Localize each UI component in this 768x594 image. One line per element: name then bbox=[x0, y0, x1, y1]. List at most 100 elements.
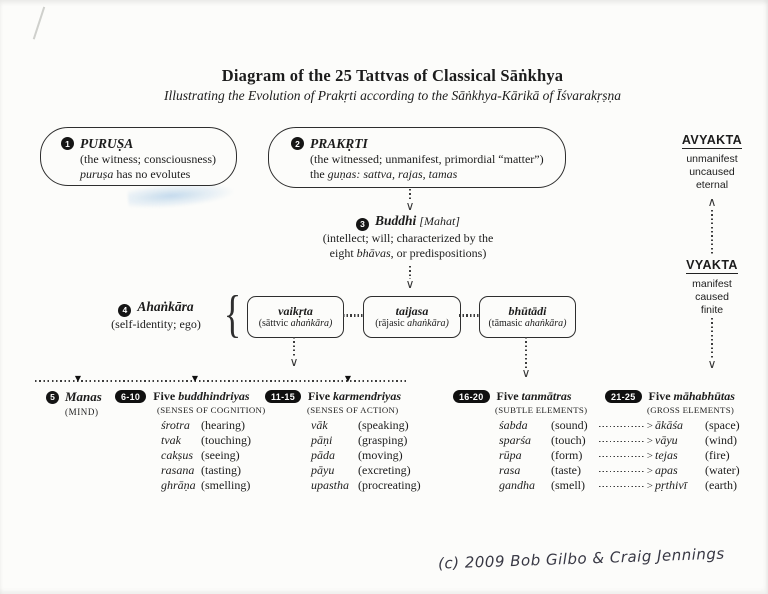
avyakta-attribute: uncaused bbox=[689, 166, 735, 178]
term-row: vāk(speaking) bbox=[311, 418, 421, 433]
term-row: apas(water) bbox=[655, 463, 740, 478]
credit-handwriting: (c) 2009 Bob Gilbo & Craig Jennings bbox=[437, 544, 726, 573]
range-badge: 6-10 bbox=[115, 390, 147, 403]
manas-node: 5 Manas (MIND) bbox=[46, 389, 102, 417]
triangle-down-icon: ▼ bbox=[344, 374, 352, 383]
avyakta-block: AVYAKTA unmanifest uncaused eternal bbox=[666, 131, 758, 192]
dotted-arrow-right-icon: > bbox=[646, 480, 653, 492]
mode-desc-pre: (tāmasic bbox=[488, 318, 525, 329]
term-row: śrotra(hearing) bbox=[161, 418, 265, 433]
connector-dotted-line bbox=[459, 314, 479, 317]
gloss: (earth) bbox=[705, 478, 737, 492]
dotted-arrow-right-icon: > bbox=[646, 435, 653, 447]
gloss: (procreating) bbox=[358, 478, 421, 492]
mode-name: vaikṛta bbox=[278, 304, 313, 318]
buddhi-desc: (intellect; will; characterized by the bbox=[322, 230, 494, 245]
group-title-term: māhabhūtas bbox=[673, 389, 735, 403]
arrow-down-icon: ∨ bbox=[521, 366, 531, 380]
purusa-node: 1 PURUṢA (the witness; consciousness) pu… bbox=[40, 127, 237, 186]
term-row: pāṇi(grasping) bbox=[311, 433, 421, 448]
term: śrotra bbox=[161, 418, 190, 432]
gloss: (taste) bbox=[551, 463, 581, 477]
dotted-line bbox=[711, 318, 713, 358]
bhutadi-box: bhūtādi (tāmasic ahaṅkāra) bbox=[479, 296, 576, 338]
vyakta-heading: VYAKTA bbox=[686, 258, 738, 274]
term-row: rasa(taste) bbox=[499, 463, 588, 478]
prakrti-name-line: 2 PRAKṚTI bbox=[291, 135, 544, 152]
term: ghrāṇa bbox=[161, 478, 196, 492]
term: apas bbox=[655, 463, 678, 477]
arrow-down-icon: ∨ bbox=[405, 199, 415, 213]
prakrti-desc: (the witnessed; unmanifest, primordial “… bbox=[310, 152, 544, 166]
vyakta-attribute: finite bbox=[700, 304, 724, 316]
brace-icon: { bbox=[223, 286, 242, 343]
tattva-number-3-icon: 3 bbox=[356, 217, 370, 231]
tanmatra-arrow: > bbox=[599, 450, 653, 463]
group-karmendriyas: 11-15 Five karmendriyas (SENSES OF ACTIO… bbox=[265, 389, 421, 493]
dotted-line bbox=[599, 440, 646, 443]
tanmatra-arrow: > bbox=[599, 435, 653, 448]
gloss: (fire) bbox=[705, 448, 730, 462]
term: rasana bbox=[161, 463, 195, 477]
arrow-down-icon: ∨ bbox=[707, 357, 717, 371]
purusa-note-term: puruṣa bbox=[80, 166, 114, 181]
buddhi-desc-term: bhāvas bbox=[356, 245, 391, 260]
term: ākāśa bbox=[655, 418, 683, 432]
purusa-note-rest: has no evolutes bbox=[113, 166, 191, 181]
tattva-number-5-icon: 5 bbox=[46, 390, 59, 404]
arrow-down-icon: ∨ bbox=[289, 355, 299, 369]
dotted-line bbox=[599, 455, 646, 458]
avyakta-attribute: eternal bbox=[695, 179, 729, 191]
group-subtitle: (SENSES OF ACTION) bbox=[307, 405, 399, 415]
evolutes-branch-line bbox=[35, 380, 407, 382]
mode-desc-pre: (rājasic bbox=[375, 318, 408, 329]
term-row: pāda (moving) bbox=[311, 448, 421, 463]
mode-name: taijasa bbox=[395, 304, 429, 318]
group-title-term: karmendriyas bbox=[333, 389, 402, 403]
dotted-line bbox=[293, 337, 295, 357]
tattva-number-2-icon: 2 bbox=[291, 137, 304, 150]
dotted-arrow-right-icon: > bbox=[646, 465, 653, 477]
purusa-name-line: 1 PURUṢA bbox=[61, 135, 216, 152]
connector-dotted-line bbox=[343, 314, 363, 317]
gloss: (space) bbox=[705, 418, 740, 432]
group-subtitle: (SUBTLE ELEMENTS) bbox=[495, 405, 588, 415]
group-title-pre: Five bbox=[153, 389, 179, 403]
purusa-note: puruṣa has no evolutes bbox=[61, 167, 216, 182]
gloss: (form) bbox=[551, 448, 583, 462]
manas-sub: (MIND) bbox=[65, 407, 99, 417]
term-row: pṛthivī(earth) bbox=[655, 478, 740, 493]
term: vāyu bbox=[655, 433, 678, 447]
buddhi-epithet: [Mahat] bbox=[416, 214, 460, 228]
mode-desc-term: ahaṅkāra) bbox=[524, 318, 567, 329]
manas-name-line: 5 Manas bbox=[46, 389, 102, 405]
prakrti-name: PRAKṚTI bbox=[310, 136, 368, 151]
range-badge: 21-25 bbox=[605, 390, 642, 403]
purusa-desc: (the witness; consciousness) bbox=[80, 152, 216, 166]
prakrti-gunas-pre: the bbox=[310, 166, 328, 181]
group-title-pre: Five bbox=[496, 389, 522, 403]
gloss: (sound) bbox=[551, 418, 588, 432]
term: vāk bbox=[311, 418, 328, 432]
vyakta-block: VYAKTA manifest caused finite bbox=[666, 256, 758, 317]
gloss: (moving) bbox=[358, 448, 403, 462]
mode-name: bhūtādi bbox=[508, 304, 547, 318]
manas-name: Manas bbox=[65, 389, 102, 404]
page-subtitle: Illustrating the Evolution of Prakṛti ac… bbox=[164, 88, 621, 103]
group-title-term: tanmātras bbox=[521, 389, 572, 403]
term: gandha bbox=[499, 478, 535, 492]
gloss: (excreting) bbox=[358, 463, 411, 477]
dotted-line bbox=[409, 266, 411, 279]
arrow-up-icon: ∧ bbox=[707, 195, 717, 209]
mode-desc: (rājasic ahaṅkāra) bbox=[375, 318, 449, 330]
term: śabda bbox=[499, 418, 528, 432]
term-row: rūpa(form) bbox=[499, 448, 588, 463]
term: tvak bbox=[161, 433, 181, 447]
term: pāda bbox=[311, 448, 335, 462]
scan-artifact bbox=[32, 6, 45, 40]
